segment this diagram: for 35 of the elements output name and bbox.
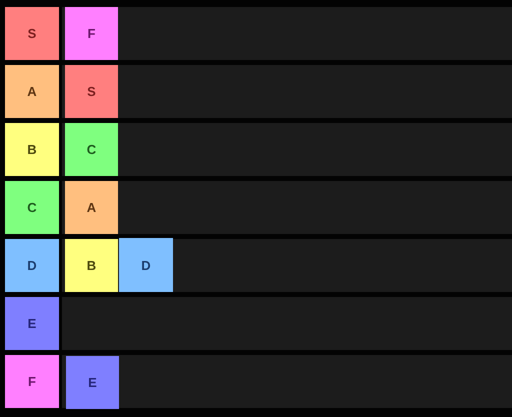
tier-item-tile bbox=[65, 239, 118, 292]
tier-row bbox=[62, 123, 512, 176]
tier-label: C bbox=[27, 201, 37, 214]
tier-row bbox=[62, 355, 512, 408]
tier-item-tile bbox=[119, 238, 173, 292]
tier-item-label: B bbox=[86, 259, 96, 272]
tier-label: A bbox=[27, 85, 37, 98]
tier-row bbox=[62, 239, 512, 292]
tier-item-label: S bbox=[87, 85, 96, 98]
tier-item-label: C bbox=[86, 143, 96, 156]
tier-item-label: F bbox=[88, 27, 96, 40]
tier-label-tile bbox=[5, 181, 59, 234]
tier-item-label: D bbox=[141, 258, 151, 272]
tier-item-tile bbox=[65, 181, 118, 234]
tier-item-tile bbox=[65, 65, 118, 118]
tier-label-tile bbox=[5, 355, 59, 408]
tier-label: F bbox=[28, 375, 36, 388]
tier-row bbox=[62, 65, 512, 118]
tier-item-tile bbox=[65, 7, 118, 60]
tier-label: B bbox=[27, 143, 37, 156]
tier-item-tile bbox=[66, 356, 119, 409]
tier-label: S bbox=[28, 27, 36, 40]
tier-item-tile bbox=[65, 123, 118, 176]
tier-row bbox=[62, 7, 512, 60]
tier-row bbox=[62, 181, 512, 234]
tier-label: D bbox=[27, 259, 37, 272]
tier-label-tile bbox=[5, 65, 59, 118]
tier-label-tile bbox=[5, 297, 59, 350]
tier-row bbox=[62, 297, 512, 350]
tier-item-label: E bbox=[88, 376, 97, 389]
tier-label-tile bbox=[5, 7, 59, 60]
tier-label-tile bbox=[5, 123, 59, 176]
tier-label: E bbox=[28, 317, 36, 330]
tier-label-tile bbox=[5, 239, 59, 292]
tier-item-label: A bbox=[86, 201, 96, 214]
